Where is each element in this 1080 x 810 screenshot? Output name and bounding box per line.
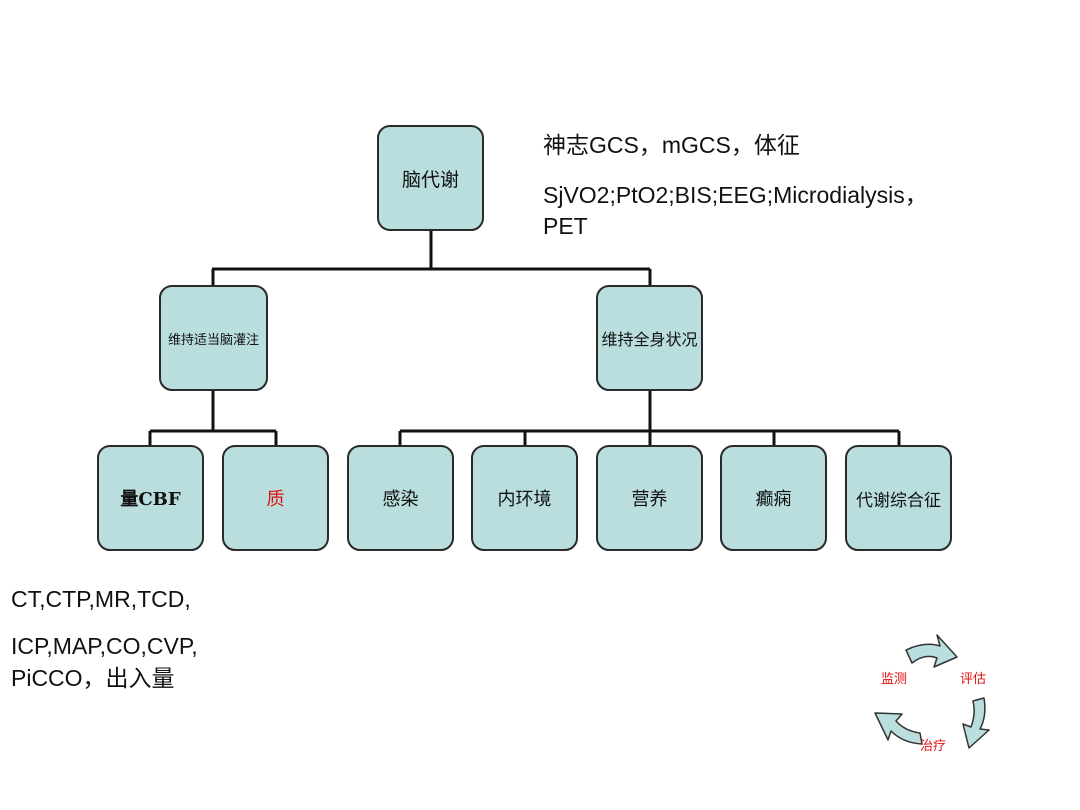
cycle-arrow-right-icon xyxy=(962,697,990,749)
node-label: 代谢综合征 xyxy=(856,490,941,511)
node-epilepsy: 癫痫 xyxy=(720,445,827,551)
cycle-label-treat: 治疗 xyxy=(920,739,947,754)
node-quantity-cbf: 量CBF xyxy=(97,445,204,551)
node-brain-metabolism: 脑代谢 xyxy=(377,125,484,231)
node-label: 内环境 xyxy=(497,489,552,510)
node-infection: 感染 xyxy=(347,445,454,551)
node-label: 维持适当脑灌注 xyxy=(167,332,259,348)
node-label: 量CBF xyxy=(120,489,181,510)
node-internal-environment: 内环境 xyxy=(471,445,578,551)
node-label: 癫痫 xyxy=(755,489,792,510)
cycle-label-monitor: 监测 xyxy=(881,672,908,687)
node-maintain-perfusion: 维持适当脑灌注 xyxy=(159,285,268,391)
node-nutrition: 营养 xyxy=(596,445,703,551)
cycle-arrow-top-icon xyxy=(905,634,958,668)
node-metabolic-syndrome: 代谢综合征 xyxy=(845,445,952,551)
node-label: 质 xyxy=(266,489,285,510)
node-label: 维持全身状况 xyxy=(601,330,698,349)
node-maintain-systemic: 维持全身状况 xyxy=(596,285,703,391)
node-label: 营养 xyxy=(631,489,668,510)
node-label: 感染 xyxy=(382,489,419,510)
cycle-arrow-left-icon xyxy=(874,712,923,745)
monitoring-text-line1: 神志GCS，mGCS，体征 xyxy=(543,132,800,158)
quality-methods-text-line1: ICP,MAP,CO,CVP, xyxy=(11,633,198,659)
node-label: 脑代谢 xyxy=(401,168,459,191)
quantity-methods-text: CT,CTP,MR,TCD, xyxy=(11,586,191,612)
cycle-label-assess: 评估 xyxy=(960,672,987,687)
monitoring-text-line2: SjVO2;PtO2;BIS;EEG;Microdialysis，PET xyxy=(543,182,928,239)
node-quality: 质 xyxy=(222,445,329,551)
quality-methods-text-line2: PiCCO，出入量 xyxy=(11,665,175,691)
